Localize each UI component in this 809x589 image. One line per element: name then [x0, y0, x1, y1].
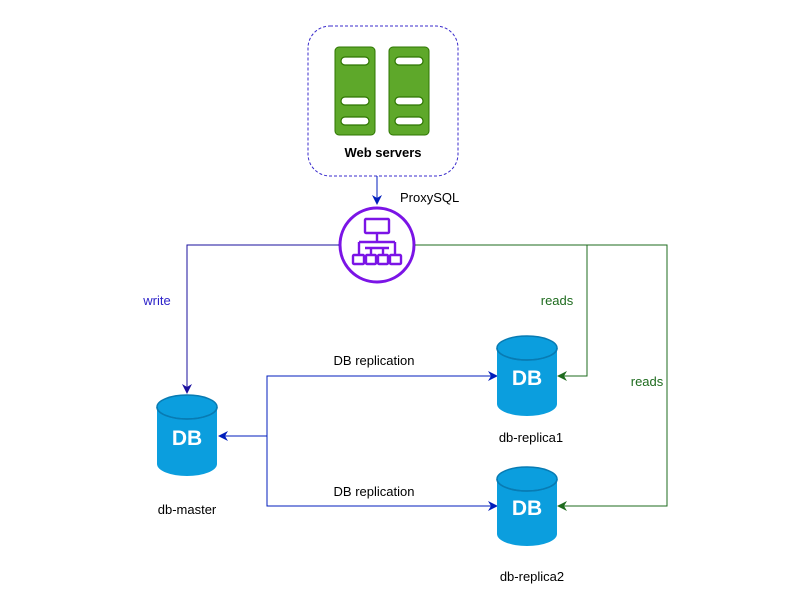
db-replica2-icon-text: DB [512, 497, 542, 520]
db-master-label: db-master [158, 502, 217, 517]
proxysql-label: ProxySQL [400, 190, 459, 205]
write-edge [182, 244, 339, 394]
web-servers-label: Web servers [344, 145, 421, 160]
db-replica1-label: db-replica1 [499, 430, 563, 445]
replication-edge-label-1: DB replication [334, 353, 415, 368]
server-icon [334, 46, 376, 136]
web-servers-group-border [307, 25, 459, 177]
reads-edge-label-2: reads [631, 374, 664, 389]
database-icon [156, 394, 218, 476]
replication-edge-replica2 [266, 436, 498, 511]
server-icon [388, 46, 430, 136]
db-master-node: DB db-master [156, 394, 218, 517]
db-master-icon-text: DB [172, 427, 202, 450]
db-replica2-node: DB db-replica2 [496, 466, 564, 584]
database-icon [496, 335, 558, 416]
db-replica2-label: db-replica2 [500, 569, 564, 584]
web-servers-group: Web servers [307, 25, 459, 177]
reads-edge-replica2 [415, 244, 668, 511]
db-replica1-icon-text: DB [512, 367, 542, 390]
reads-edge-label-1: reads [541, 293, 574, 308]
replication-edge-replica1 [266, 371, 498, 436]
proxysql-node: ProxySQL [338, 190, 459, 284]
database-icon [496, 466, 558, 546]
db-replica1-node: DB db-replica1 [496, 335, 563, 445]
replication-edge-label-2: DB replication [334, 484, 415, 499]
write-edge-label: write [142, 293, 170, 308]
network-hierarchy-icon [351, 217, 403, 266]
